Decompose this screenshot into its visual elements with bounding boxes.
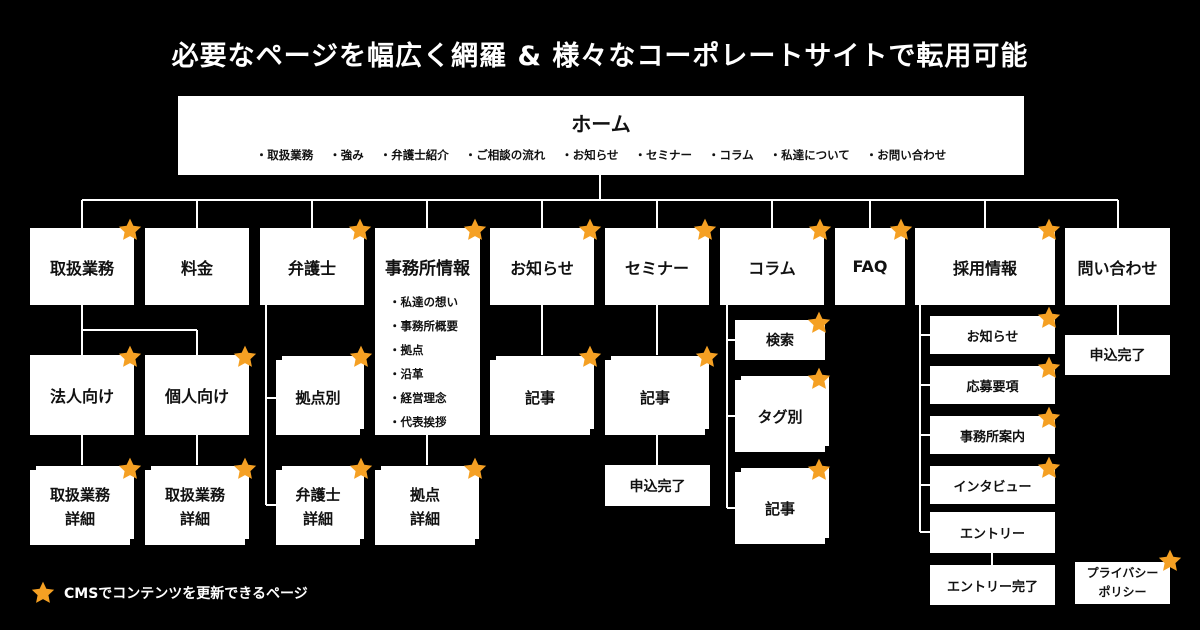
star-icon bbox=[693, 218, 717, 240]
node-corporate: 法人向け bbox=[30, 355, 134, 435]
star-icon bbox=[1037, 356, 1061, 378]
node-recruit-interview: インタビュー bbox=[930, 466, 1055, 504]
node-news: お知らせ bbox=[490, 228, 594, 305]
node-news-article: 記事 bbox=[490, 360, 590, 435]
node-by-office: 拠点別 bbox=[276, 360, 360, 435]
node-faq: FAQ bbox=[835, 228, 905, 305]
home-section: ・取扱業務 bbox=[255, 148, 314, 162]
star-icon bbox=[31, 581, 55, 603]
list-item: ・経営理念 bbox=[389, 391, 447, 405]
node-privacy: プライバシー ポリシー bbox=[1075, 562, 1170, 604]
star-icon bbox=[1158, 549, 1182, 571]
star-icon bbox=[889, 218, 913, 240]
star-icon bbox=[118, 345, 142, 367]
star-icon bbox=[118, 218, 142, 240]
node-recruit-news: お知らせ bbox=[930, 316, 1055, 354]
list-item: ・私達の想い bbox=[389, 295, 458, 309]
star-icon bbox=[349, 457, 373, 479]
home-section: ・お知らせ bbox=[561, 148, 619, 162]
node-column-article: 記事 bbox=[735, 472, 825, 544]
office-info-label: 事務所情報 bbox=[385, 259, 470, 279]
legend-label: CMSでコンテンツを更新できるページ bbox=[64, 586, 308, 602]
node-service-detail-a: 取扱業務 詳細 bbox=[30, 470, 130, 545]
node-branch-detail: 拠点 詳細 bbox=[375, 470, 475, 545]
home-node: ホーム ・取扱業務・強み・弁護士紹介・ご相談の流れ・お知らせ・セミナー・コラム・… bbox=[178, 96, 1024, 175]
node-column-search: 検索 bbox=[735, 320, 825, 360]
node-contact: 問い合わせ bbox=[1065, 228, 1170, 305]
star-icon bbox=[233, 345, 257, 367]
node-contact-done: 申込完了 bbox=[1065, 335, 1170, 375]
node-seminar-done: 申込完了 bbox=[605, 465, 710, 506]
node-column-tags: タグ別 bbox=[735, 380, 825, 452]
home-section: ・コラム bbox=[707, 148, 754, 162]
node-fees: 料金 bbox=[145, 228, 249, 305]
node-recruit-office: 事務所案内 bbox=[930, 416, 1055, 454]
node-services: 取扱業務 bbox=[30, 228, 134, 305]
star-icon bbox=[1037, 406, 1061, 428]
star-icon bbox=[463, 457, 487, 479]
legend: CMSでコンテンツを更新できるページ bbox=[30, 580, 308, 606]
list-item: ・沿革 bbox=[389, 367, 424, 381]
home-section: ・弁護士紹介 bbox=[379, 148, 449, 162]
list-item: ・事務所概要 bbox=[389, 319, 458, 333]
node-recruit: 採用情報 bbox=[915, 228, 1055, 305]
star-icon bbox=[807, 458, 831, 480]
star-icon bbox=[1037, 306, 1061, 328]
star-icon bbox=[233, 457, 257, 479]
node-recruit-requirements: 応募要項 bbox=[930, 366, 1055, 404]
home-section: ・ご相談の流れ bbox=[464, 148, 546, 162]
home-section: ・強み bbox=[329, 148, 364, 162]
list-item: ・拠点 bbox=[389, 343, 424, 357]
star-icon bbox=[463, 218, 487, 240]
star-icon bbox=[349, 345, 373, 367]
page-title: 必要なページを幅広く網羅 & 様々なコーポレートサイトで転用可能 bbox=[171, 41, 1029, 72]
star-icon bbox=[807, 311, 831, 333]
node-seminar-article: 記事 bbox=[605, 360, 705, 435]
star-icon bbox=[695, 345, 719, 367]
star-icon bbox=[1037, 218, 1061, 240]
star-icon bbox=[808, 218, 832, 240]
node-column: コラム bbox=[720, 228, 824, 305]
node-individual: 個人向け bbox=[145, 355, 249, 435]
home-section-list: ・取扱業務 ・強み ・弁護士紹介 ・ご相談の流れ ・お知らせ ・セミナー ・コラム ・私達につ… bbox=[248, 147, 955, 163]
node-office-info: 事務所情報 ・私達の想い ・事務所概要 ・拠点 ・沿革 ・経営理念 ・代表挨拶 bbox=[375, 228, 480, 435]
node-service-detail-b: 取扱業務 詳細 bbox=[145, 470, 245, 545]
star-icon bbox=[118, 457, 142, 479]
home-section: ・お問い合わせ bbox=[865, 148, 947, 162]
home-label: ホーム bbox=[571, 112, 631, 136]
star-icon bbox=[578, 345, 602, 367]
node-recruit-entry-done: エントリー完了 bbox=[930, 565, 1055, 605]
node-lawyers: 弁護士 bbox=[260, 228, 364, 305]
office-info-list: ・私達の想い ・事務所概要 ・拠点 ・沿革 ・経営理念 ・代表挨拶 bbox=[389, 290, 458, 434]
star-icon bbox=[1037, 456, 1061, 478]
star-icon bbox=[807, 367, 831, 389]
home-section: ・セミナー bbox=[634, 148, 692, 162]
node-recruit-entry: エントリー bbox=[930, 512, 1055, 553]
star-icon bbox=[348, 218, 372, 240]
list-item: ・代表挨拶 bbox=[389, 415, 447, 429]
star-icon bbox=[578, 218, 602, 240]
home-section: ・私達について bbox=[769, 148, 850, 162]
node-seminar: セミナー bbox=[605, 228, 709, 305]
node-lawyer-detail: 弁護士 詳細 bbox=[276, 470, 360, 545]
